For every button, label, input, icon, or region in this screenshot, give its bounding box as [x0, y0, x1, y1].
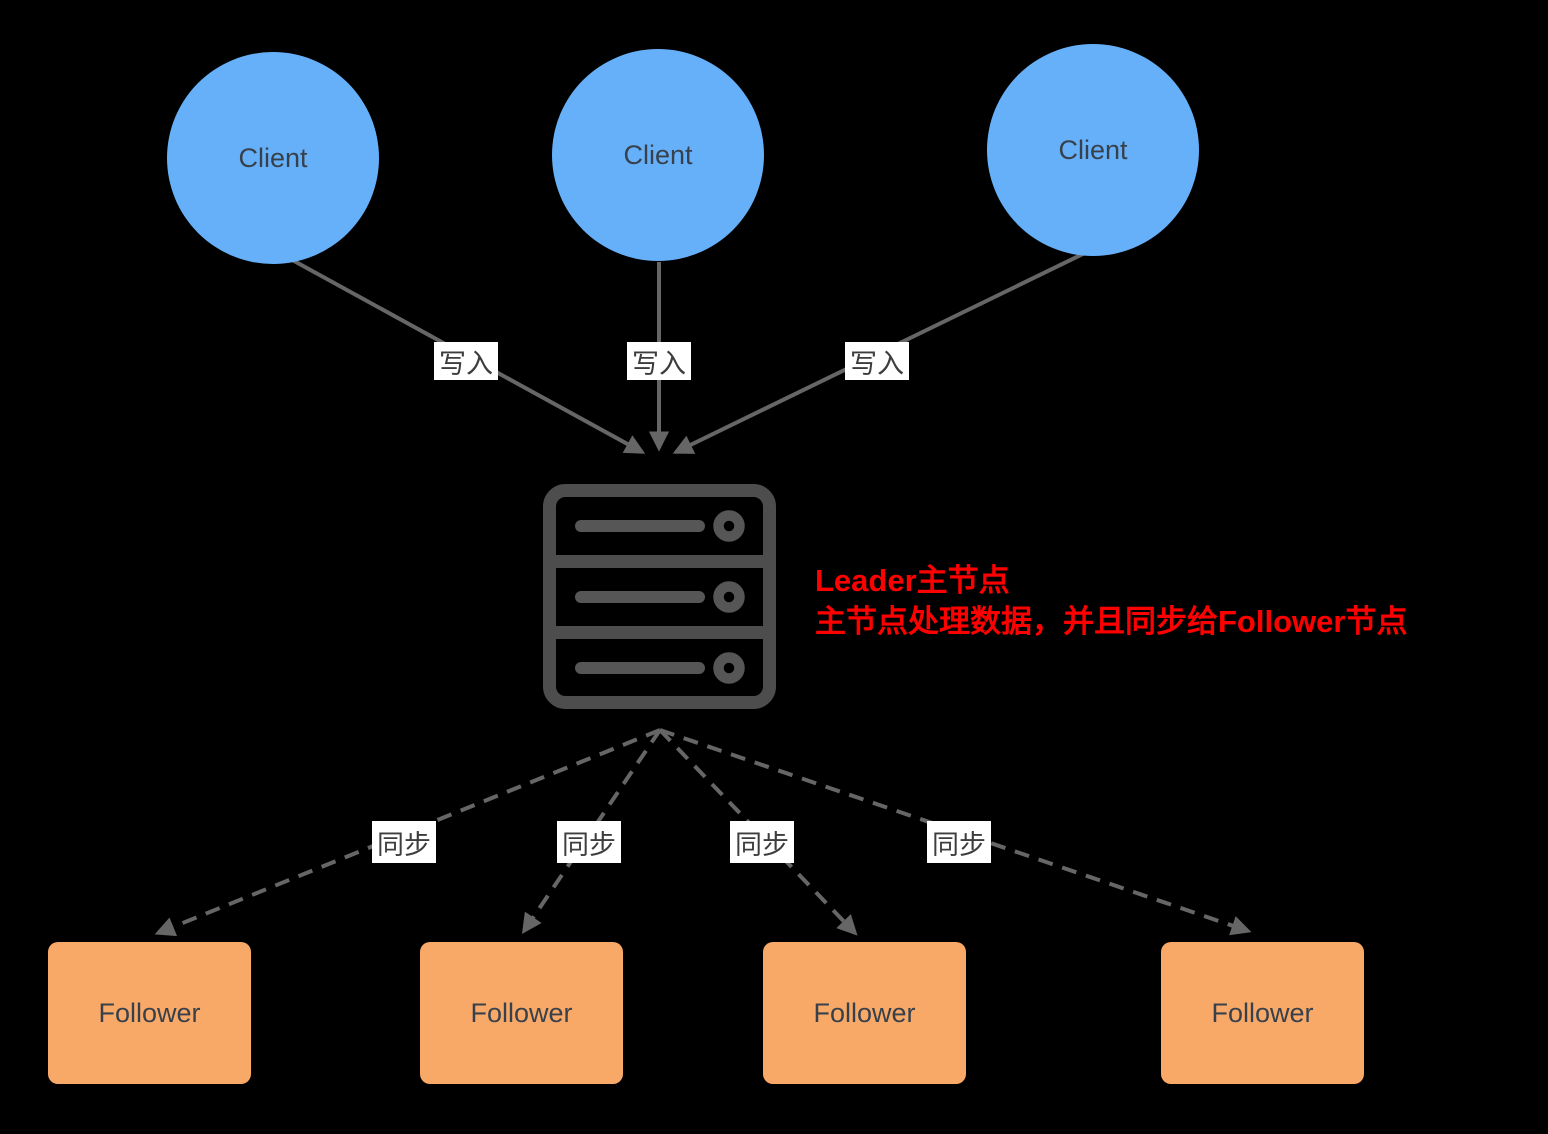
follower-label: Follower: [1211, 997, 1314, 1028]
leader-annotation-line1: Leader主节点: [815, 563, 1010, 598]
follower-label: Follower: [470, 997, 573, 1028]
write-edge-label-3: 写入: [845, 342, 909, 380]
client-label: Client: [238, 142, 308, 173]
follower-node-4: Follower: [1161, 942, 1364, 1084]
sync-edge-label-1: 同步: [372, 821, 436, 863]
write-edge-label-2: 写入: [627, 342, 691, 380]
sync-edge-line-2: [521, 728, 662, 935]
client-node-1: Client: [167, 52, 379, 264]
follower-node-1: Follower: [48, 942, 251, 1084]
follower-node-2: Follower: [420, 942, 623, 1084]
write-edge-label-1: 写入: [434, 342, 498, 380]
sync-edge-line-3: [658, 728, 858, 936]
sync-edge-label-2: 同步: [557, 821, 621, 863]
server-stack-icon: [543, 484, 776, 709]
sync-edge-line-1: [154, 728, 661, 937]
sync-edge-label-4: 同步: [927, 821, 991, 863]
client-label: Client: [623, 139, 693, 170]
follower-node-3: Follower: [763, 942, 966, 1084]
sync-edge-label-3: 同步: [730, 821, 794, 863]
client-node-2: Client: [552, 49, 764, 261]
client-node-3: Client: [987, 44, 1199, 256]
follower-label: Follower: [813, 997, 916, 1028]
client-label: Client: [1058, 134, 1128, 165]
leader-annotation-line2: 主节点处理数据，并且同步给Follower节点: [815, 604, 1408, 639]
leader-node: [543, 484, 776, 709]
leader-annotation: Leader主节点 主节点处理数据，并且同步给Follower节点: [815, 560, 1407, 642]
follower-label: Follower: [98, 997, 201, 1028]
